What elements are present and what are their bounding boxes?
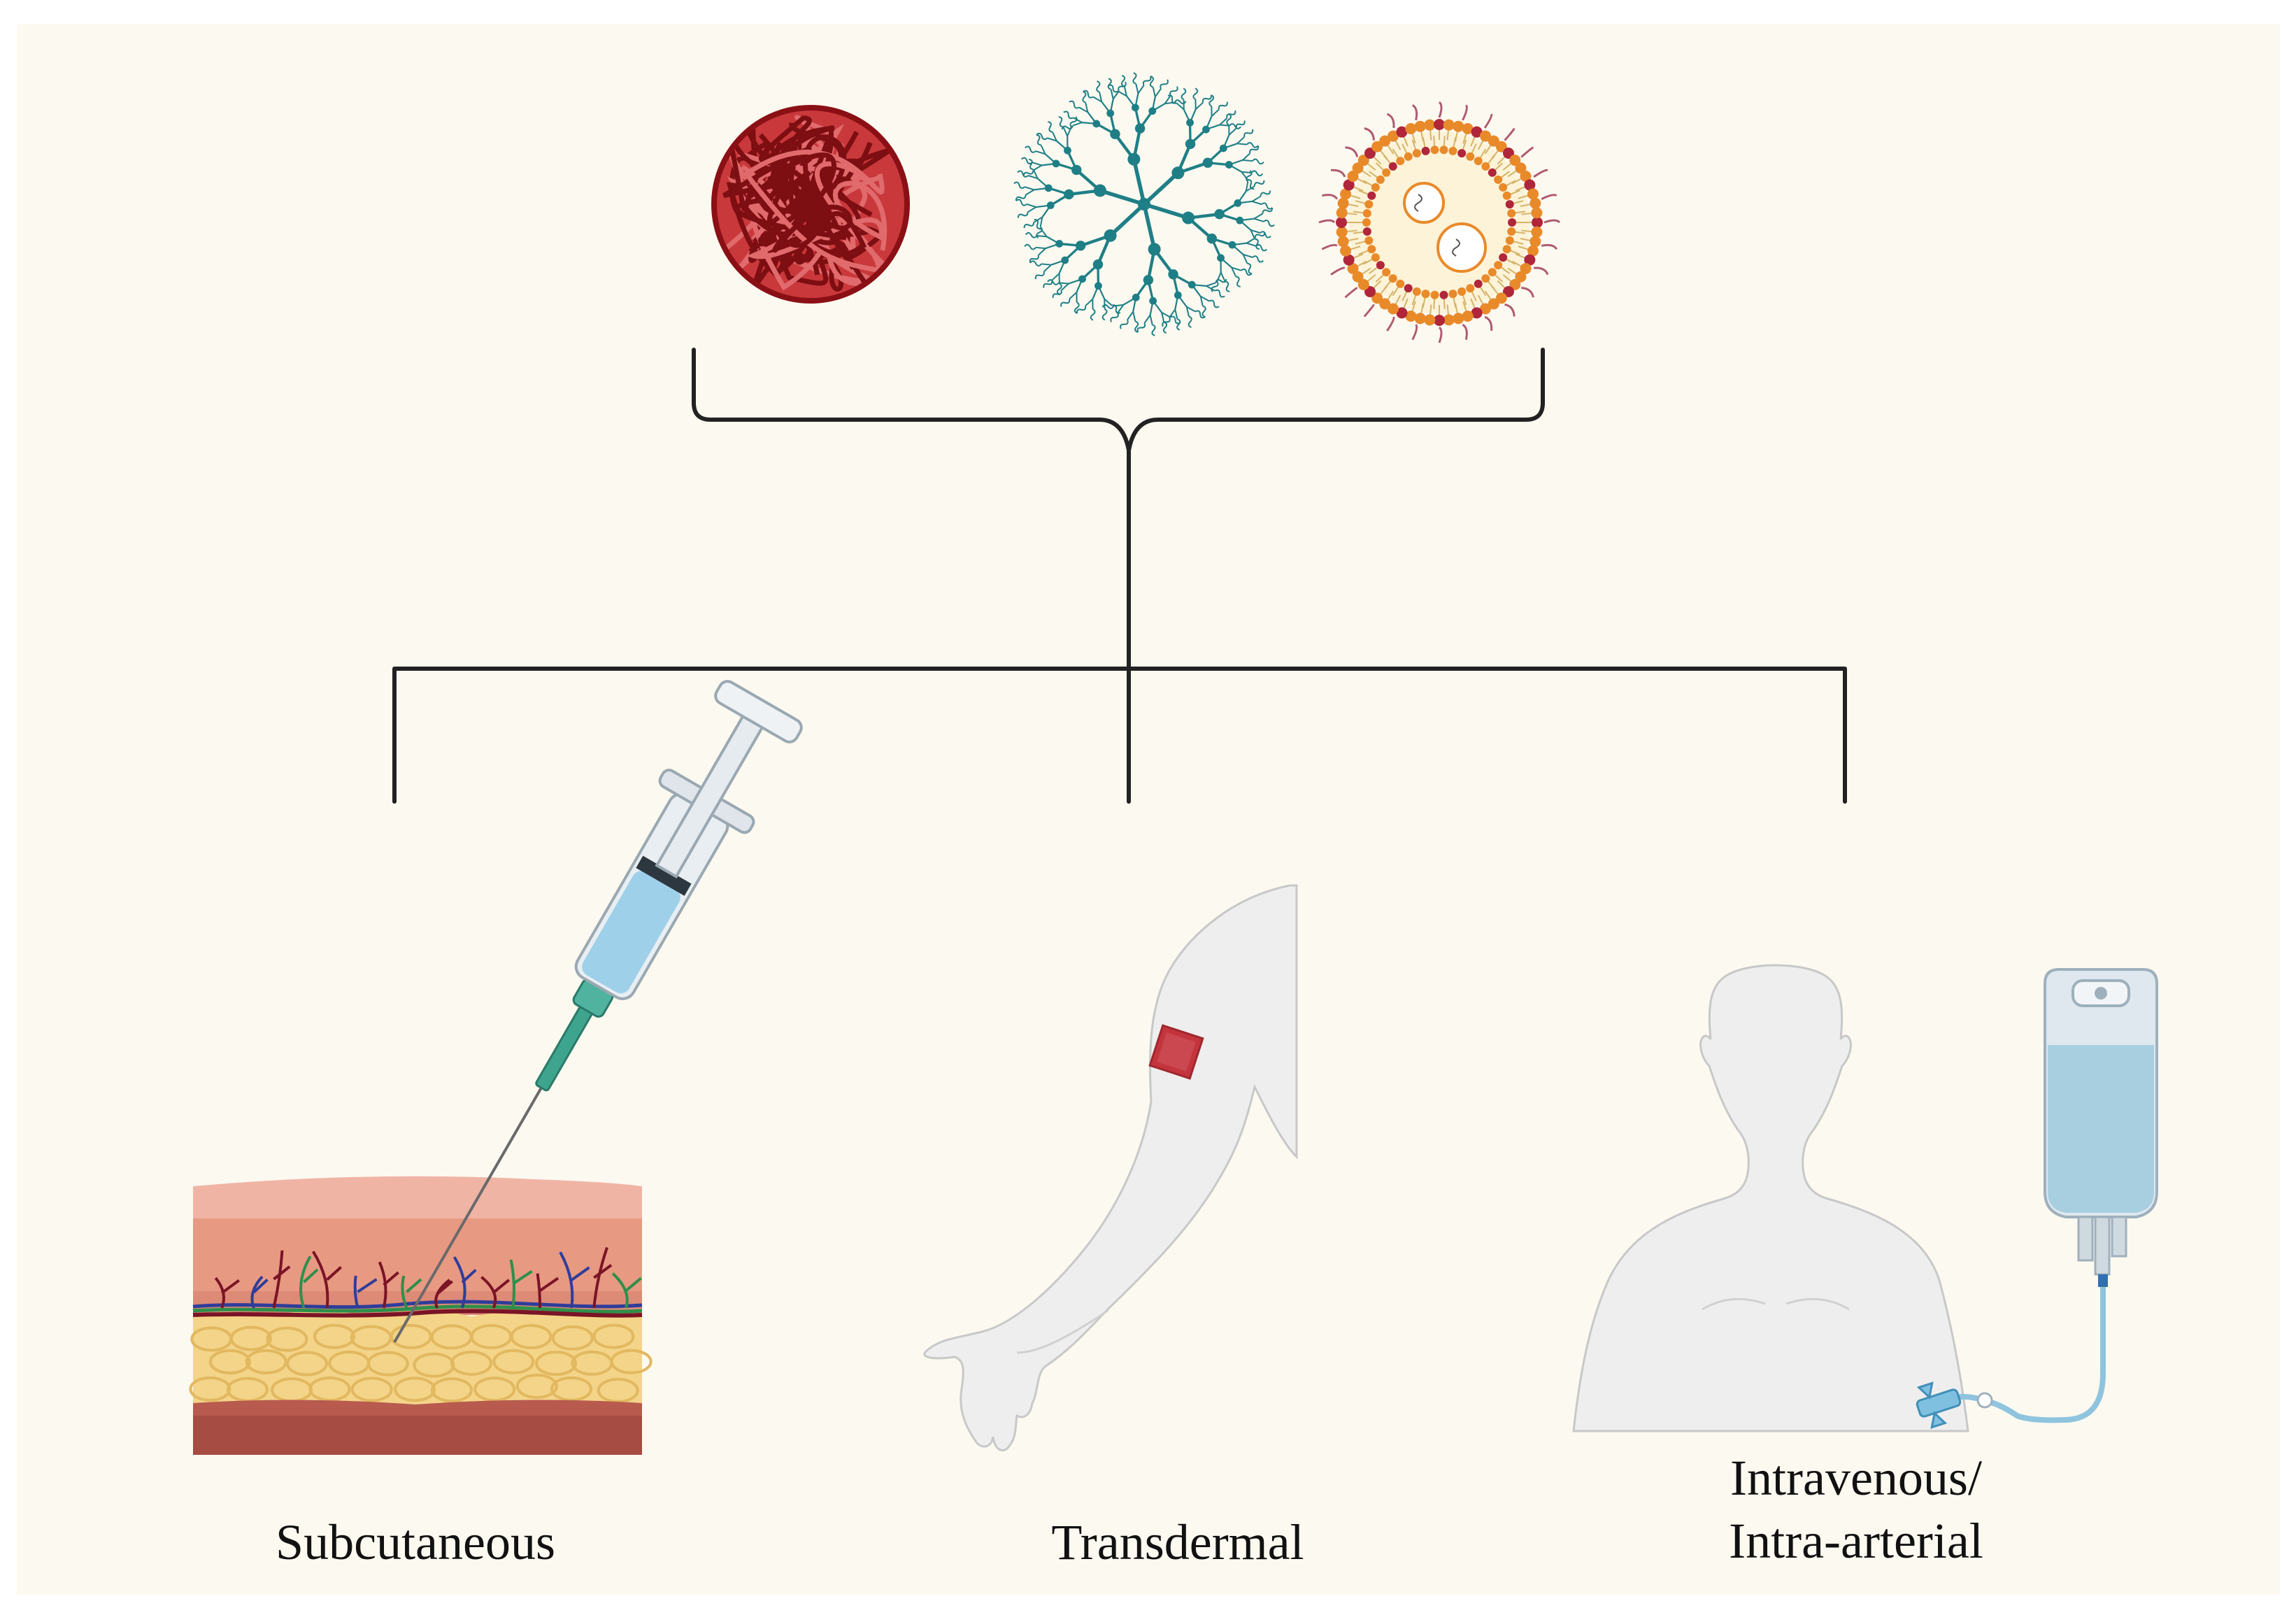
polymeric-nanoparticle-icon (711, 105, 910, 304)
dendrimer-icon (1013, 72, 1275, 336)
delivery-routes-diagram (189, 72, 2158, 1455)
intravascular-label: Intravenous/ Intra-arterial (1639, 1446, 2073, 1572)
iv-drip-bag-icon (1916, 968, 2158, 1429)
branch-line (392, 667, 1847, 804)
liposome-icon (1318, 101, 1561, 343)
patient-silhouette-icon (1572, 964, 1969, 1432)
skin-cross-section-icon (189, 1176, 653, 1455)
transdermal-label: Transdermal (1051, 1514, 1304, 1570)
arm-with-patch-icon (923, 884, 1298, 1452)
intravenous-label: Intravenous/ (1730, 1450, 1982, 1506)
figure-panel: Subcutaneous Transdermal Intravenous/ In… (17, 24, 2280, 1595)
top-bracket (692, 348, 1545, 453)
connector-lines (392, 348, 1847, 804)
syringe-icon (393, 680, 803, 1343)
intra-arterial-label: Intra-arterial (1729, 1513, 1983, 1569)
subcutaneous-label: Subcutaneous (276, 1514, 555, 1570)
